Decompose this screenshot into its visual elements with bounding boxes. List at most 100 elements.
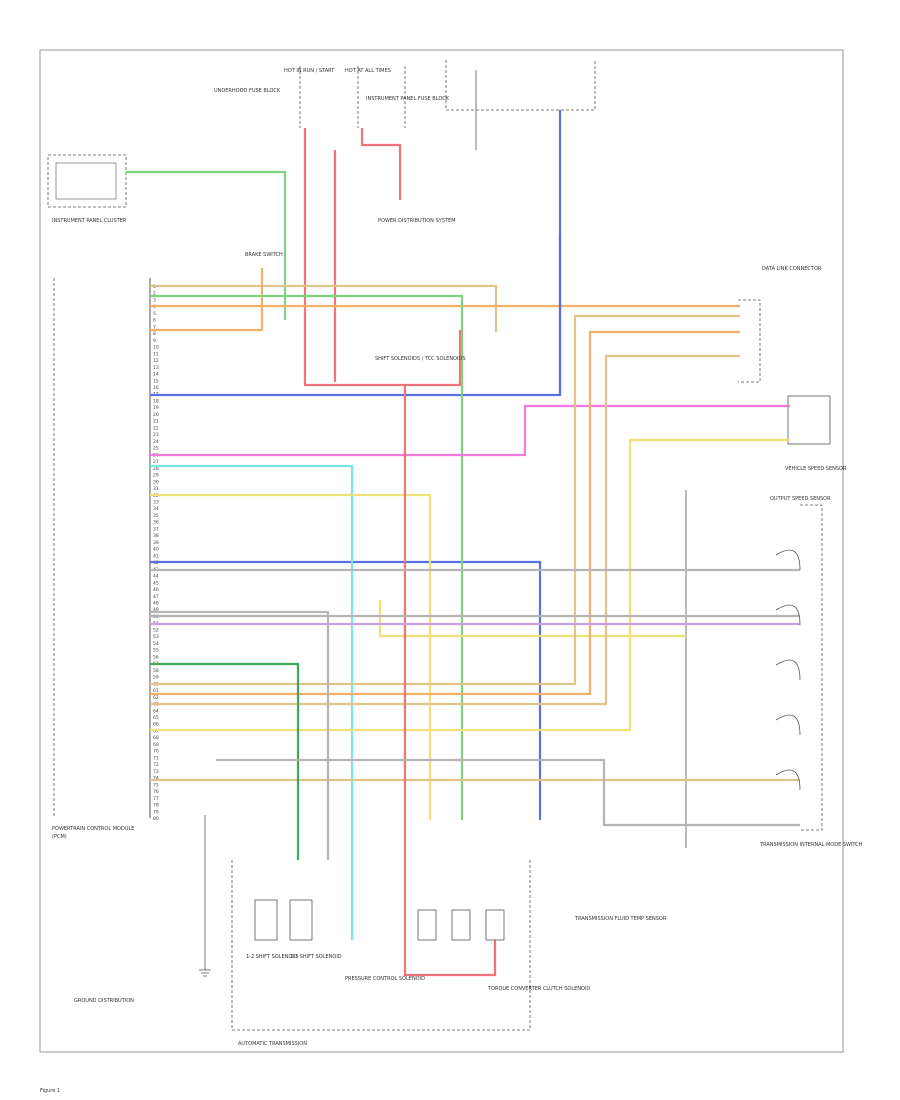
pcm-pin-number: 24 bbox=[153, 439, 159, 445]
fuse-label-hot-all: HOT AT ALL TIMES bbox=[345, 68, 391, 74]
auto-trans-label: AUTOMATIC TRANSMISSION bbox=[238, 1041, 307, 1047]
pcm-pin-number: 29 bbox=[153, 473, 159, 479]
pcm-pin-number: 76 bbox=[153, 789, 159, 795]
pcm-pin-number: 41 bbox=[153, 553, 159, 559]
wire-blue-tcc bbox=[150, 560, 542, 820]
pcm-pin-number: 67 bbox=[153, 728, 159, 734]
wire-yellow-1 bbox=[150, 493, 432, 820]
pcm-pin-number: 25 bbox=[153, 446, 159, 452]
power-dist-label: POWER DISTRIBUTION SYSTEM bbox=[378, 218, 455, 224]
pcm-pin-number: 66 bbox=[153, 722, 159, 728]
pcm-pin-number: 78 bbox=[153, 803, 159, 809]
pcm-pin-number: 68 bbox=[153, 735, 159, 741]
range-switch-contacts bbox=[775, 549, 801, 791]
wire-orange-1 bbox=[150, 284, 498, 332]
pcm-pin-number: 53 bbox=[153, 634, 159, 640]
ground-icon bbox=[199, 815, 211, 977]
temp-sensor-label: TRANSMISSION FLUID TEMP SENSOR bbox=[574, 916, 667, 922]
pcm-pin-number: 37 bbox=[153, 526, 159, 532]
pcm-pin-number: 48 bbox=[153, 601, 159, 607]
pcm-pin-number: 70 bbox=[153, 749, 159, 755]
pcm-pin-number: 69 bbox=[153, 742, 159, 748]
pcm-pin-number: 45 bbox=[153, 580, 159, 586]
ground-note-label: GROUND DISTRIBUTION bbox=[74, 998, 134, 1004]
pcm-pin-number: 30 bbox=[153, 479, 159, 485]
wire-tan-3 bbox=[150, 354, 740, 706]
pcm-pin-number: 58 bbox=[153, 668, 159, 674]
solenoid-icons bbox=[254, 899, 505, 941]
pcm-pin-number: 62 bbox=[153, 695, 159, 701]
instrument-cluster-box: INSTRUMENT PANEL CLUSTER bbox=[47, 154, 127, 224]
pcm-pin-number: 59 bbox=[153, 675, 159, 681]
pcm-pin-number: 36 bbox=[153, 520, 159, 526]
pcm-pin-number: 7 bbox=[153, 324, 156, 330]
vehicle-speed-label: VEHICLE SPEED SENSOR bbox=[785, 466, 847, 472]
pcm-pin-number: 23 bbox=[153, 432, 159, 438]
wire-yellow-3 bbox=[378, 600, 686, 638]
wire-green-long bbox=[150, 294, 464, 820]
pcm-pin-number: 39 bbox=[153, 540, 159, 546]
pcm-pin-number: 79 bbox=[153, 809, 159, 815]
pcm-pin-number: 72 bbox=[153, 762, 159, 768]
pcm-pin-number: 77 bbox=[153, 796, 159, 802]
pcm-pin-number: 11 bbox=[153, 351, 159, 357]
wire-gray-2 bbox=[216, 758, 800, 827]
data-link-label: DATA LINK CONNECTOR bbox=[762, 266, 822, 272]
pcm-pin-number: 35 bbox=[153, 513, 159, 519]
wire-yellow-2 bbox=[150, 438, 790, 732]
pcm-pin-number: 73 bbox=[153, 769, 159, 775]
pcm-pin-number: 5 bbox=[153, 311, 156, 317]
pcm-pin-number: 10 bbox=[153, 345, 159, 351]
diagram-frame bbox=[39, 49, 844, 1053]
pcm-pin-number: 2 bbox=[153, 291, 156, 297]
fuse-label-hot-run: HOT IN RUN / START bbox=[284, 68, 335, 74]
pcm-pin-number: 42 bbox=[153, 560, 159, 566]
wire-blue-main bbox=[150, 110, 562, 397]
pcm-pin-number: 61 bbox=[153, 688, 159, 694]
wire-cyan-1 bbox=[150, 464, 354, 940]
wire-gray-1 bbox=[150, 610, 330, 860]
pcm-pin-number: 54 bbox=[153, 641, 159, 647]
pcm-pin-number: 33 bbox=[153, 499, 159, 505]
pcm-pin-number: 13 bbox=[153, 365, 159, 371]
pcm-pin-number: 16 bbox=[153, 385, 159, 391]
pcm-pin-number: 40 bbox=[153, 547, 159, 553]
pressure-control-label: PRESSURE CONTROL SOLENOID bbox=[345, 976, 425, 982]
output-speed-label: OUTPUT SPEED SENSOR bbox=[770, 496, 831, 502]
pcm-pin-number: 27 bbox=[153, 459, 159, 465]
pcm-pin-number: 4 bbox=[153, 304, 156, 310]
pcm-pin-number: 9 bbox=[153, 338, 156, 344]
shift-solenoids-note: SHIFT SOLENOIDS / TCC SOLENOIDS bbox=[375, 356, 466, 362]
pcm-pin-number: 19 bbox=[153, 405, 159, 411]
fuse-label-ip: INSTRUMENT PANEL FUSE BLOCK bbox=[366, 96, 450, 102]
pcm-pin-number: 38 bbox=[153, 533, 159, 539]
pcm-pin-number: 64 bbox=[153, 708, 159, 714]
pcm-pin-number: 21 bbox=[153, 419, 159, 425]
pcm-block: POWERTRAIN CONTROL MODULE (PCM) bbox=[52, 278, 151, 840]
pcm-pin-number: 74 bbox=[153, 776, 159, 782]
pcm-pin-number: 28 bbox=[153, 466, 159, 472]
pcm-pin-number: 8 bbox=[153, 331, 156, 337]
right-module-top: VEHICLE SPEED SENSOR bbox=[738, 299, 847, 472]
pcm-pin-number: 52 bbox=[153, 627, 159, 633]
wire-tan-2 bbox=[150, 330, 740, 696]
pcm-pin-number: 80 bbox=[153, 816, 159, 822]
pcm-pin-number: 31 bbox=[153, 486, 159, 492]
pcm-pin-labels: 1234567891011121314151617181920212223242… bbox=[153, 284, 159, 822]
pcm-pin-number: 49 bbox=[153, 607, 159, 613]
pcm-pin-number: 12 bbox=[153, 358, 159, 364]
pcm-pin-number: 34 bbox=[153, 506, 159, 512]
pcm-pin-number: 20 bbox=[153, 412, 159, 418]
wire-green-bottom bbox=[150, 662, 300, 860]
fuse-block-top-left: HOT IN RUN / START HOT AT ALL TIMES UNDE… bbox=[214, 66, 450, 128]
pcm-pin-number: 14 bbox=[153, 372, 159, 378]
pcm-pin-number: 56 bbox=[153, 654, 159, 660]
shift-solenoid-b-label: 2-3 SHIFT SOLENOID bbox=[290, 954, 342, 960]
wire-orange-3 bbox=[150, 268, 264, 332]
wire-bundle bbox=[126, 110, 800, 977]
pcm-pin-number: 46 bbox=[153, 587, 159, 593]
range-switch-label: TRANSMISSION INTERNAL MODE SWITCH bbox=[759, 842, 863, 848]
wire-green-cluster bbox=[126, 170, 287, 320]
pcm-pin-number: 18 bbox=[153, 398, 159, 404]
footer-text: Figure 1 bbox=[40, 1088, 60, 1094]
